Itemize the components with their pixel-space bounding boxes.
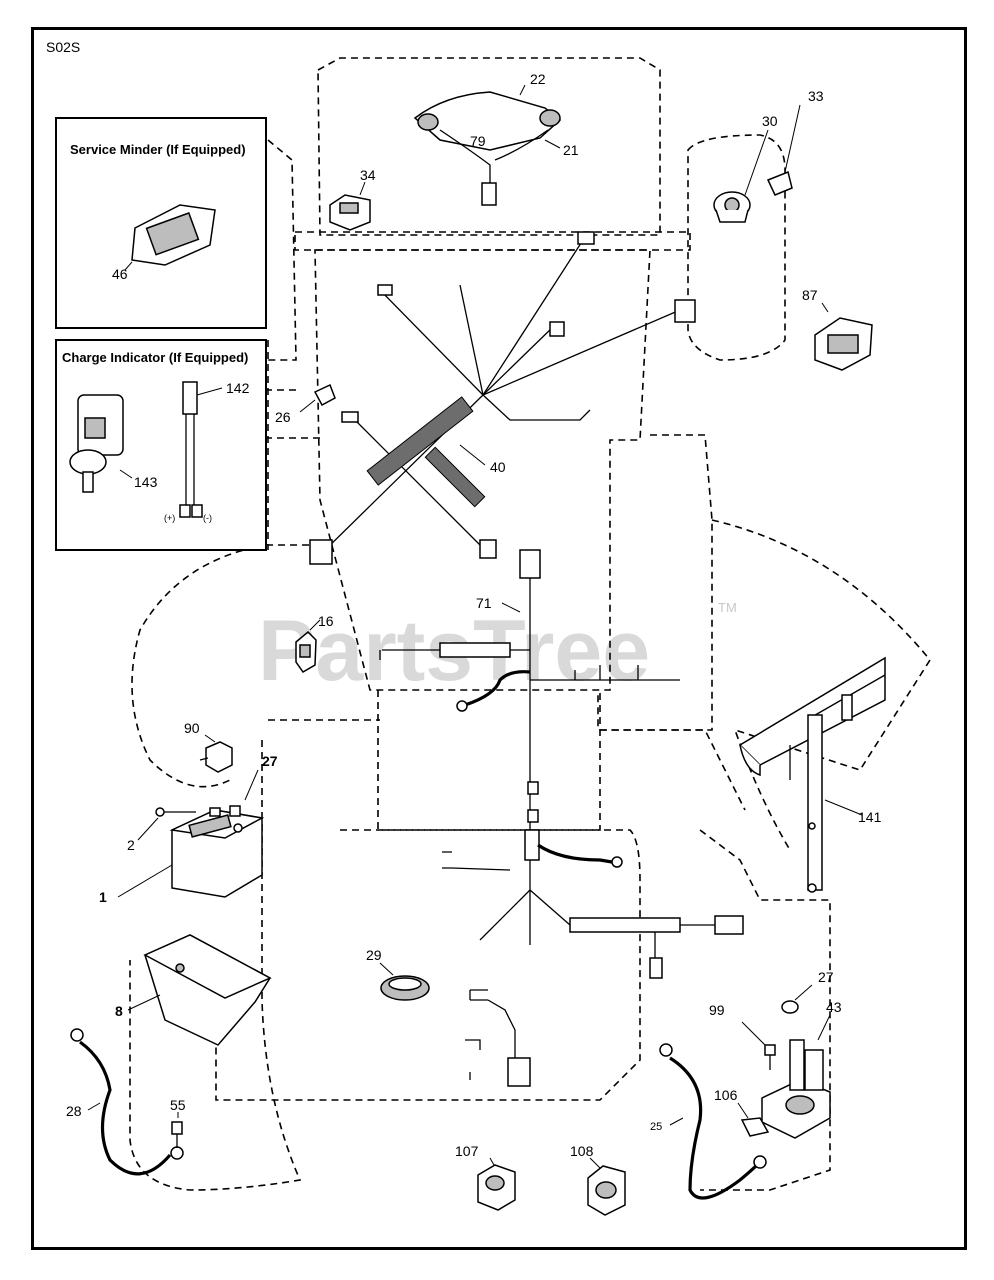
bolt-99 xyxy=(741,1021,776,1070)
service-minder-title: Service Minder (If Equipped) xyxy=(70,142,246,157)
terminal-plus: (+) xyxy=(164,513,175,523)
callout-141: 141 xyxy=(858,809,882,825)
callout-90: 90 xyxy=(184,720,200,736)
callout-142: 142 xyxy=(226,380,250,396)
callout-27-solenoid: 27 xyxy=(818,969,834,985)
callout-43: 43 xyxy=(826,999,842,1015)
main-harness xyxy=(309,231,696,565)
callout-30: 30 xyxy=(762,113,778,129)
part-107 xyxy=(477,1157,516,1211)
clip-106 xyxy=(737,1102,770,1137)
charge-indicator-box: Charge Indicator (If Equipped) 142 143 (… xyxy=(55,339,267,551)
callout-21: 21 xyxy=(563,142,579,158)
battery-cable-positive xyxy=(659,1043,767,1200)
callout-40: 40 xyxy=(490,459,506,475)
callout-55: 55 xyxy=(170,1097,186,1113)
tractor-outline xyxy=(129,57,931,1191)
ignition-key xyxy=(766,104,801,196)
callout-107: 107 xyxy=(455,1143,479,1159)
switch-16 xyxy=(295,619,321,673)
part-90 xyxy=(199,734,233,773)
part-108 xyxy=(587,1157,626,1216)
battery-nut xyxy=(229,769,259,817)
ignition-switch xyxy=(713,129,769,223)
callout-26: 26 xyxy=(275,409,291,425)
switch-34 xyxy=(329,181,371,231)
lift-assembly-141 xyxy=(738,656,886,893)
terminal-minus: (-) xyxy=(203,513,212,523)
charge-indicator-title: Charge Indicator (If Equipped) xyxy=(62,350,248,365)
callout-2: 2 xyxy=(127,837,135,853)
callout-1: 1 xyxy=(99,889,107,905)
callout-71: 71 xyxy=(476,595,492,611)
callout-27-battery: 27 xyxy=(262,753,278,769)
diagram-frame xyxy=(31,27,967,1250)
callout-8: 8 xyxy=(115,1003,123,1019)
service-minder-part xyxy=(124,204,216,271)
battery-bolt xyxy=(137,807,221,841)
connector-26 xyxy=(299,383,336,413)
nut-27 xyxy=(781,984,813,1014)
callout-79: 79 xyxy=(470,133,486,149)
relay-87 xyxy=(814,302,873,371)
battery xyxy=(117,809,265,898)
service-minder-box: Service Minder (If Equipped) 46 xyxy=(55,117,267,329)
callout-34: 34 xyxy=(360,167,376,183)
battery-cable-negative xyxy=(70,1028,184,1176)
callout-29: 29 xyxy=(366,947,382,963)
callout-16: 16 xyxy=(318,613,334,629)
bolt-55 xyxy=(171,1112,183,1148)
callout-28: 28 xyxy=(66,1103,82,1119)
callout-33: 33 xyxy=(808,88,824,104)
charge-indicator-harness xyxy=(179,381,223,518)
headlight-harness xyxy=(413,84,562,206)
battery-tray xyxy=(127,934,272,1046)
callout-106: 106 xyxy=(714,1087,738,1103)
callout-46: 46 xyxy=(112,266,128,282)
part-29 xyxy=(379,962,430,1001)
charge-indicator-gauge xyxy=(69,394,133,493)
callout-108: 108 xyxy=(570,1143,594,1159)
diagram-code: S02S xyxy=(46,39,80,55)
callout-143: 143 xyxy=(134,474,158,490)
callout-22: 22 xyxy=(530,71,546,87)
callout-99: 99 xyxy=(709,1002,725,1018)
watermark-tm: TM xyxy=(718,600,737,615)
sub-harness-71 xyxy=(379,549,744,979)
callout-25: 25 xyxy=(650,1121,662,1133)
callout-87: 87 xyxy=(802,287,818,303)
lower-connectors xyxy=(442,851,531,1087)
solenoid-43 xyxy=(761,1014,831,1139)
